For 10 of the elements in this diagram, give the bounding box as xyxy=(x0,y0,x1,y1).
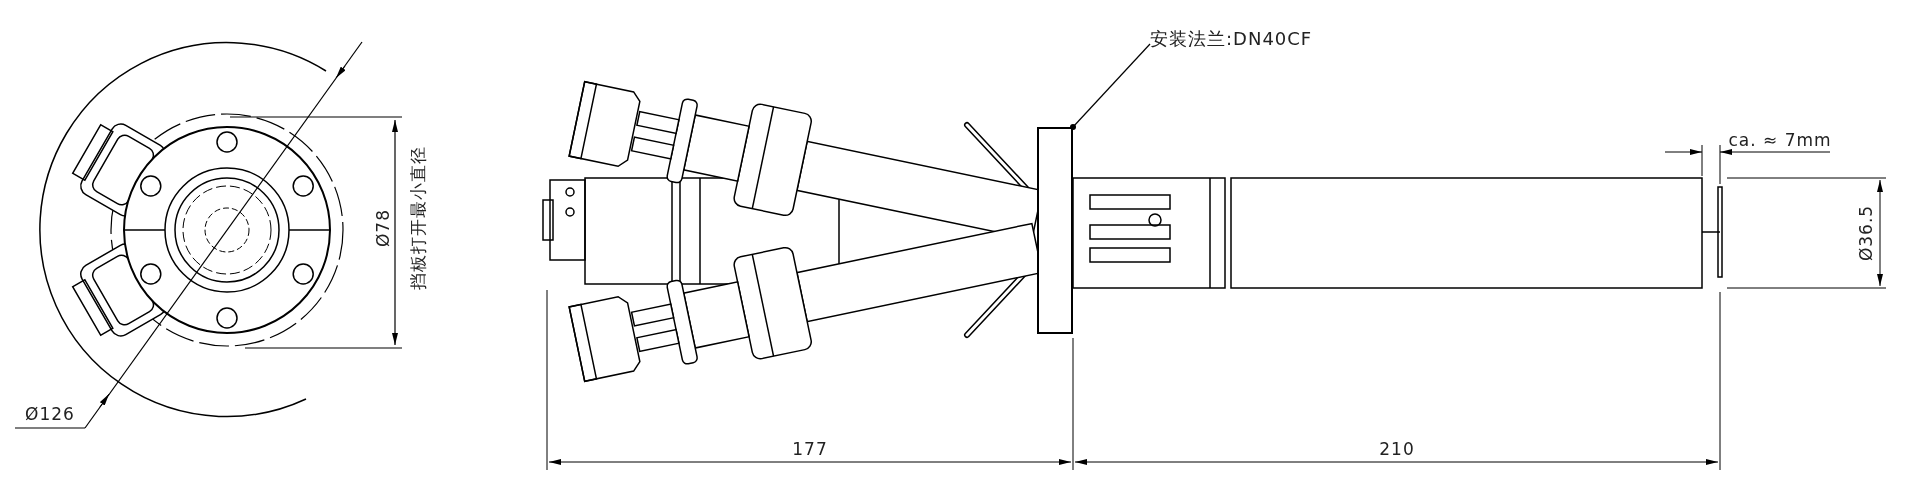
dimension-text: 210 xyxy=(1379,440,1415,458)
callout-text: 安装法兰:DN40CF xyxy=(1150,30,1313,48)
dimension-text: Ø78 xyxy=(374,209,392,247)
dimension-note: 挡板打开最小直径 xyxy=(409,146,427,290)
leader-line xyxy=(1070,43,1151,130)
dimension-text: 177 xyxy=(792,440,828,458)
dimension-text: ca. ≈ 7mm xyxy=(1728,131,1832,149)
dimension-text: Ø126 xyxy=(25,405,75,423)
dimension-text: Ø36.5 xyxy=(1857,204,1875,262)
mounting-flange xyxy=(1037,127,1073,334)
